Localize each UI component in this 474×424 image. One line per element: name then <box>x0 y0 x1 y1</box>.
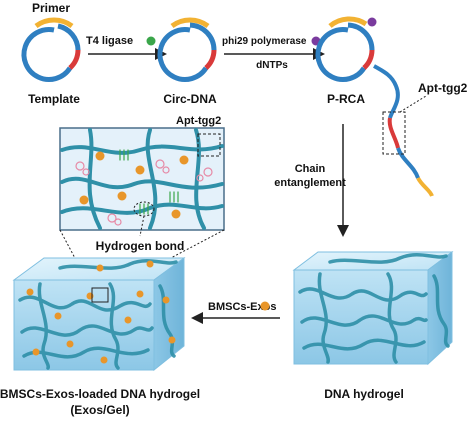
aptamer-callout-line <box>399 95 427 113</box>
template-strand-gap <box>57 23 81 51</box>
exos-gel-zoom-box <box>91 287 109 303</box>
dna-hydrogel-label: DNA hydrogel <box>324 387 404 401</box>
bmscs-exos-label: BMSCs-Exos <box>208 301 276 313</box>
dntps-label: dNTPs <box>256 60 288 71</box>
circ-dna-label: Circ-DNA <box>163 92 217 106</box>
p-rca-label: P-RCA <box>327 92 365 106</box>
hydrogen-bond-label: Hydrogen bond <box>96 239 185 253</box>
exos-gel-cube <box>12 257 186 372</box>
ligase-enzyme-icon <box>146 36 156 46</box>
t4-ligase-label: T4 ligase <box>86 35 133 47</box>
phi29-polymerase-label: phi29 polymerase <box>222 36 307 47</box>
loaded-hydrogel-label: BMSCs-Exos-loaded DNA hydrogel <box>0 387 200 401</box>
inset-aptamer-box <box>197 133 221 157</box>
apt-tgg2-inset-label: Apt-tgg2 <box>176 115 221 127</box>
template-strand-blue <box>21 27 73 82</box>
exos-gel-label: (Exos/Gel) <box>70 403 129 417</box>
template-label: Template <box>28 92 80 106</box>
hydrogen-bond-callout-line <box>139 215 145 237</box>
primer-strand <box>34 17 74 29</box>
circ-dna-diagram <box>157 17 217 82</box>
dna-hydrogel-cube <box>292 251 454 366</box>
rca-product-strand-red <box>387 117 400 149</box>
template-strand-red <box>68 49 81 70</box>
rca-product-strand-yellow <box>416 177 434 197</box>
circ-dna-primer <box>170 17 210 29</box>
aptamer-region-box <box>382 111 406 155</box>
p-rca-diagram <box>315 16 434 197</box>
apt-tgg2-top-label: Apt-tgg2 <box>418 81 468 95</box>
chain-label: Chain <box>295 163 326 175</box>
template-diagram <box>21 17 81 82</box>
rca-product-strand-blue <box>373 64 400 119</box>
exosome-icon <box>260 301 270 311</box>
primer-label: Primer <box>32 1 70 15</box>
p-rca-polymerase-icon <box>367 17 377 27</box>
rca-product-strand-blue-2 <box>396 147 420 179</box>
entanglement-label: entanglement <box>274 177 346 189</box>
